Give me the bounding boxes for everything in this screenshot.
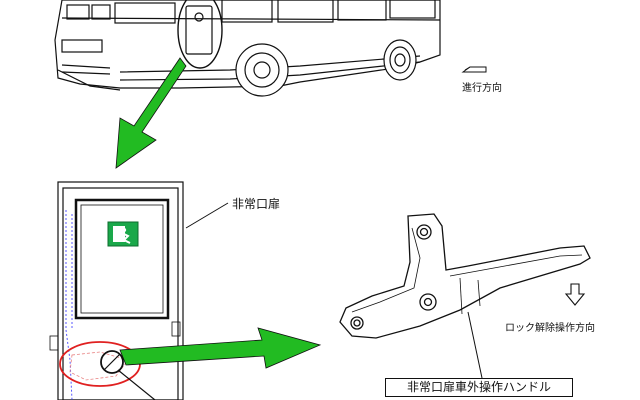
green-arrow-right	[119, 327, 322, 369]
handle-callout-line	[467, 311, 483, 379]
travel-arrow-icon	[461, 66, 487, 73]
exit-sign-icon	[107, 221, 139, 247]
exterior-handle-label: 非常口扉車外操作ハンドル	[385, 378, 573, 397]
emergency-door	[49, 181, 184, 400]
bus-far-wheel	[383, 39, 417, 81]
door-callout-line	[185, 202, 229, 229]
bus-rear-wheel	[235, 43, 289, 97]
down-arrow-icon	[564, 283, 586, 306]
green-arrow-down	[115, 57, 187, 169]
unlock-direction-label: ロック解除操作方向	[505, 323, 595, 334]
emergency-door-label: 非常口扉	[232, 197, 281, 211]
exterior-handle-drawing	[339, 213, 591, 339]
handle-pointer-line	[117, 369, 156, 400]
travel-direction-label: 進行方向	[462, 83, 502, 94]
bus-illustration	[54, 0, 441, 97]
